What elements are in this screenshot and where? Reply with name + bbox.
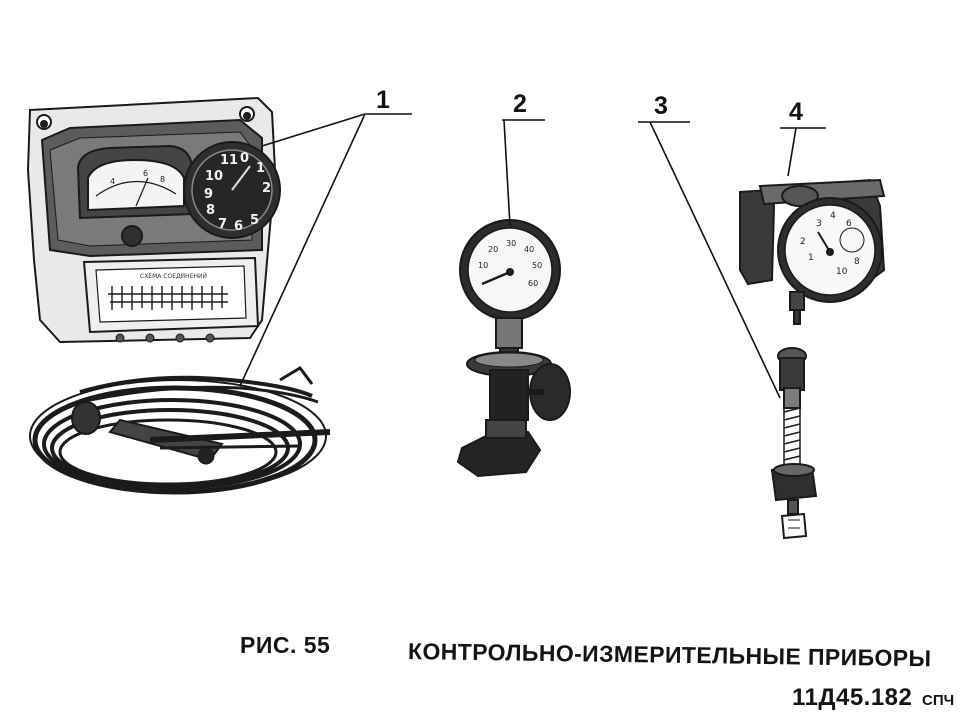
dial-indicator: 1 2 3 4 6 8 10	[739, 178, 886, 325]
right-dial-tick: 9	[204, 187, 213, 202]
right-dial-tick: 2	[262, 181, 271, 196]
right-dial-tick: 6	[234, 219, 243, 234]
gauge-tick: 30	[506, 239, 516, 248]
document-code: 11Д45.182	[792, 684, 913, 711]
dial-tick: 10	[836, 267, 848, 277]
left-dial-tick: 8	[160, 175, 165, 184]
leader-lines	[239, 113, 826, 399]
dial-tick: 2	[800, 237, 806, 247]
gauge-tick: 60	[528, 279, 538, 288]
pressure-gauge-valve: 10 20 30 40 50 60	[456, 219, 571, 478]
figure-label: РИС. 55	[240, 632, 331, 658]
right-dial-tick: 11	[220, 153, 238, 168]
callout-4: 4	[789, 98, 803, 126]
left-dial-tick: 4	[110, 177, 115, 186]
left-dial-tick: 6	[143, 169, 148, 178]
terminal-panel-label: СХЕМА СОЕДИНЕНИЙ	[140, 273, 207, 280]
callout-3: 3	[654, 92, 668, 120]
dial-tick: 1	[808, 253, 814, 263]
instrument-box: 4 6 8 11 0 1 10 2 9 8 7 6 5 СХЕМА СОЕДИН…	[26, 96, 281, 344]
gauge-tick: 20	[488, 245, 498, 254]
gauge-tick: 40	[524, 245, 534, 254]
dial-tick: 4	[830, 211, 836, 221]
dial-tick: 3	[816, 219, 822, 229]
right-dial-tick: 7	[218, 217, 227, 232]
dial-tick: 6	[846, 219, 852, 229]
cable-coil	[29, 366, 331, 495]
right-dial-tick: 5	[250, 213, 259, 228]
gauge-tick: 10	[478, 261, 488, 270]
callout-1: 1	[376, 86, 390, 114]
right-dial-tick: 8	[206, 203, 215, 218]
gauge-tick: 50	[532, 261, 542, 270]
right-dial-tick: 1	[256, 161, 265, 176]
document-suffix: СПЧ	[922, 692, 955, 709]
right-dial-tick: 0	[240, 151, 249, 166]
callout-2: 2	[513, 90, 527, 118]
threaded-fitting	[770, 347, 818, 540]
dial-tick: 8	[854, 257, 860, 267]
right-dial-tick: 10	[205, 169, 223, 184]
